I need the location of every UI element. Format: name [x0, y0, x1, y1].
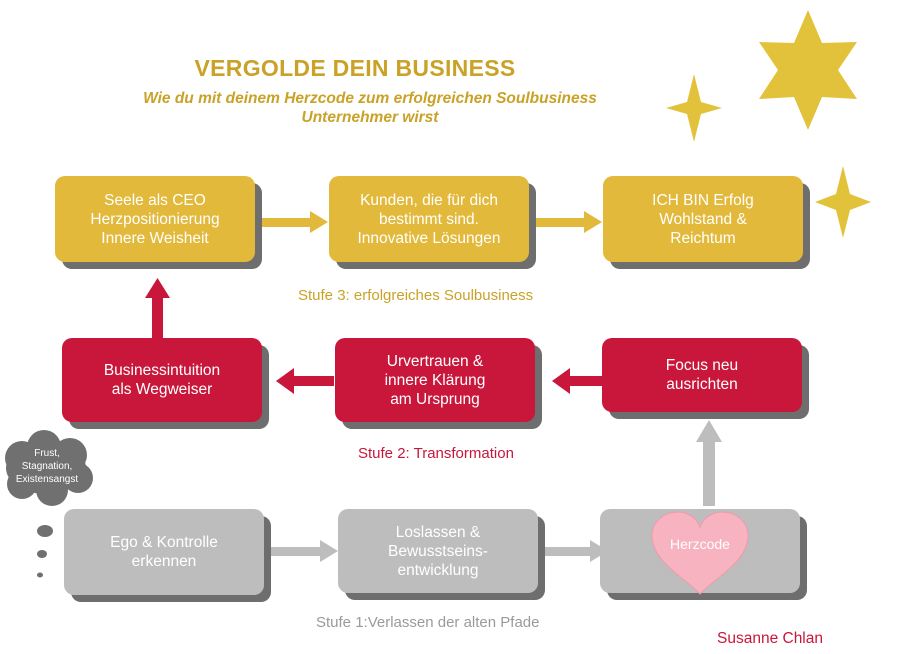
thought-cloud-text: Frust, Stagnation, Existensangst	[15, 448, 79, 485]
thought-cloud	[5, 430, 93, 578]
arrow-grey-2	[538, 540, 608, 562]
stufe3-label: Stufe 3: erfolgreiches Soulbusiness	[298, 287, 534, 304]
stufe2-box-focus: Focus neu ausrichten	[602, 338, 802, 412]
page-subtitle: Wie du mit deinem Herzcode zum erfolgrei…	[143, 90, 597, 126]
arrow-gold-2	[530, 211, 602, 233]
stufe1-box-ego: Ego & Kontrolle erkennen	[64, 509, 264, 595]
stufe3-box-kunden: Kunden, die für dich bestimmt sind. Inno…	[329, 176, 529, 262]
arrow-red-up	[145, 278, 170, 338]
stufe1-label: Stufe 1:Verlassen der alten Pfade	[316, 614, 540, 631]
sparkle-star-icon-right	[815, 166, 871, 238]
stufe3-box-seele: Seele als CEO Herzpositionierung Innere …	[55, 176, 255, 262]
arrow-red-2	[552, 368, 602, 394]
heart-icon	[651, 511, 749, 595]
arrow-grey-up	[696, 420, 722, 506]
stufe2-label: Stufe 2: Transformation	[358, 445, 514, 462]
stufe2-box-businessintuition: Businessintuition als Wegweiser	[62, 338, 262, 422]
stufe3-box-erfolg: ICH BIN Erfolg Wohlstand & Reichtum	[603, 176, 803, 262]
author-signature: Susanne Chlan	[717, 630, 823, 647]
sparkle-star-icon	[666, 74, 722, 142]
arrow-grey-1	[266, 540, 338, 562]
arrow-gold-1	[256, 211, 328, 233]
stufe2-box-urvertrauen: Urvertrauen & innere Klärung am Ursprung	[335, 338, 535, 422]
page-title: VERGOLDE DEIN BUSINESS	[194, 55, 516, 81]
stufe1-box-loslassen: Loslassen & Bewusstseins- entwicklung	[338, 509, 538, 593]
arrow-red-1	[276, 368, 334, 394]
big-star-icon	[759, 10, 857, 130]
herzcode-label: Herzcode	[670, 536, 730, 552]
